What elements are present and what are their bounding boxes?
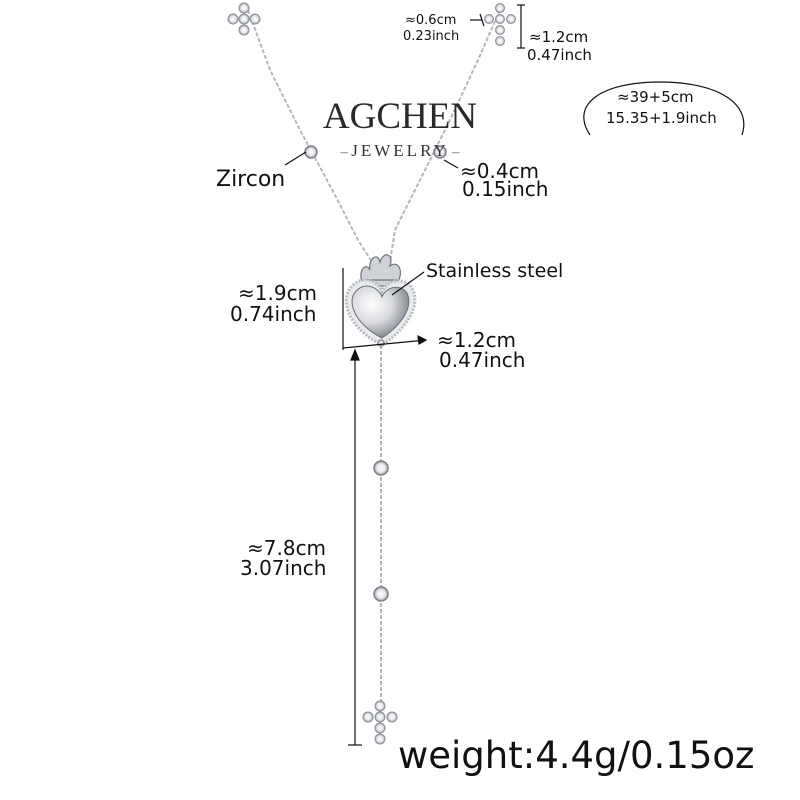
chain-length-inch: 15.35+1.9inch	[606, 109, 717, 127]
weight-label: weight:4.4g/0.15oz	[398, 734, 755, 777]
cross-charm-right	[484, 3, 516, 46]
chain-length-cm: ≈39+5cm	[617, 88, 694, 106]
brand-logo: AGCHEN	[322, 96, 478, 137]
label-material: Stainless steel	[426, 260, 564, 282]
cross-height-cm: ≈1.2cm	[529, 28, 589, 46]
cross-charm-bottom	[362, 700, 398, 745]
cross-width-inch: 0.23inch	[403, 29, 460, 44]
zircon-size-inch: 0.15inch	[462, 177, 549, 201]
brand-tagline: – JEWELRY –	[340, 141, 460, 160]
chain-length-oval	[583, 81, 745, 136]
heart-height-cm: ≈1.9cm	[238, 281, 318, 305]
zircon-size-cm: ≈0.4cm	[460, 159, 540, 183]
cross-charm-left	[227, 2, 261, 36]
drop-length-inch: 3.07inch	[240, 556, 327, 580]
heart-width-cm: ≈1.2cm	[437, 328, 517, 352]
heart-height-inch: 0.74inch	[230, 302, 317, 326]
zircon-stones	[304, 145, 447, 602]
cross-width-cm: ≈0.6cm	[405, 13, 457, 28]
heart-width-inch: 0.47inch	[439, 348, 526, 372]
drop-length-cm: ≈7.8cm	[247, 536, 327, 560]
chain	[247, 9, 501, 740]
heart-pendant	[344, 278, 417, 347]
dimension-lines	[284, 4, 525, 746]
cross-height-inch: 0.47inch	[527, 46, 592, 64]
label-zircon: Zircon	[216, 167, 286, 192]
